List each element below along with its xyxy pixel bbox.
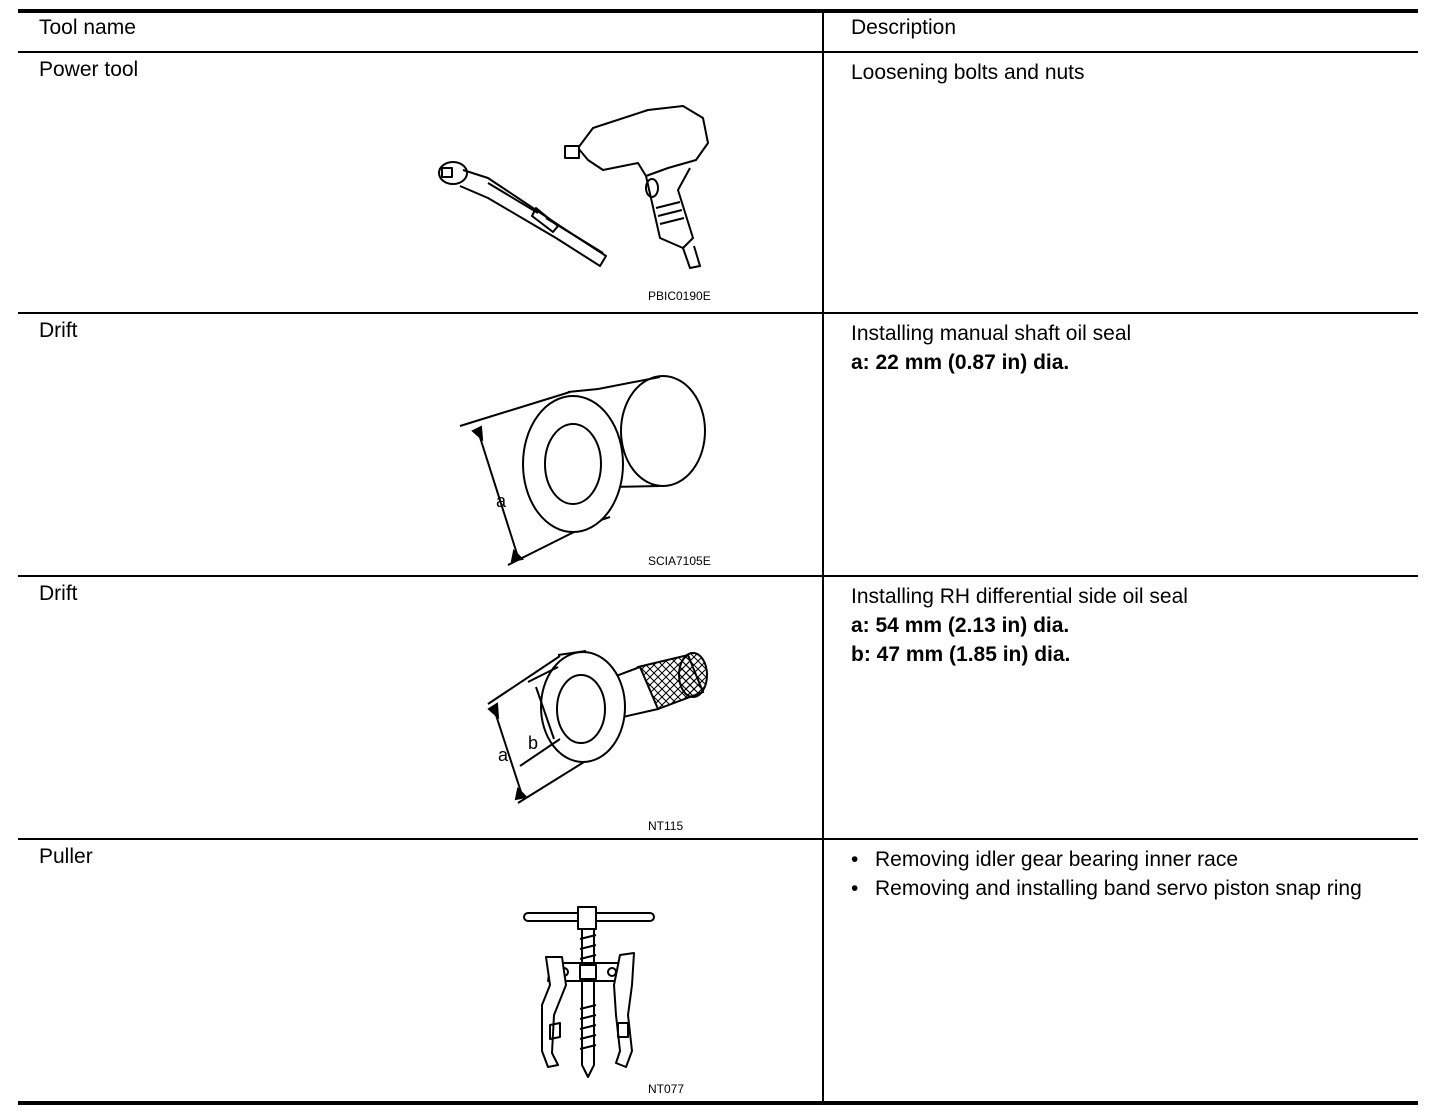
tool-description: Loosening bolts and nuts: [851, 58, 1411, 87]
description-text: Installing RH differential side oil seal: [851, 585, 1188, 608]
table-row: Puller •Removing idler gear bearing inne…: [18, 840, 1418, 1101]
table-row: Drift Installing manual shaft oil seal a…: [18, 314, 1418, 575]
table-top-rule: [18, 9, 1418, 13]
bullet-glyph: •: [851, 848, 859, 871]
row-rule: [18, 575, 1418, 577]
row-rule: [18, 838, 1418, 840]
tool-name: Drift: [39, 319, 78, 342]
dimension-label-b: b: [528, 733, 538, 753]
tool-name: Power tool: [39, 58, 139, 81]
drift-knurled-illustration: a b: [487, 650, 708, 804]
tool-description: Installing RH differential side oil seal…: [851, 582, 1411, 669]
column-divider: [822, 9, 824, 1103]
figure-code: PBIC0190E: [648, 289, 711, 303]
table-bottom-rule: [18, 1101, 1418, 1105]
figure-code: NT115: [648, 819, 684, 833]
header-rule: [18, 51, 1418, 53]
dimension-label-a: a: [496, 491, 507, 511]
bullet-glyph: •: [851, 877, 859, 900]
tool-description: •Removing idler gear bearing inner race …: [851, 845, 1411, 903]
figure-code: NT077: [648, 1082, 685, 1096]
figure-code: SCIA7105E: [648, 554, 711, 568]
description-text: Loosening bolts and nuts: [851, 61, 1085, 84]
table-row: Drift Installing RH differential side oi…: [18, 577, 1418, 838]
table-row: Power tool Loosening bolts and nuts: [18, 53, 1418, 312]
description-spec: b: 47 mm (1.85 in) dia.: [851, 643, 1071, 666]
description-spec: a: 22 mm (0.87 in) dia.: [851, 351, 1070, 374]
power-tool-illustration: [438, 105, 709, 269]
drift-illustration: a: [459, 375, 706, 566]
list-item: •Removing idler gear bearing inner race: [851, 845, 1411, 874]
puller-illustration: [523, 906, 655, 1078]
tool-name: Drift: [39, 582, 78, 605]
header-tool-name: Tool name: [39, 16, 136, 39]
description-text: Installing manual shaft oil seal: [851, 322, 1132, 345]
tool-name: Puller: [39, 845, 93, 868]
tool-description: Installing manual shaft oil seal a: 22 m…: [851, 319, 1411, 377]
description-list: •Removing idler gear bearing inner race …: [851, 845, 1411, 903]
header-description: Description: [851, 16, 957, 39]
dimension-label-a: a: [498, 745, 509, 765]
list-item: •Removing and installing band servo pist…: [851, 874, 1411, 903]
description-spec: a: 54 mm (2.13 in) dia.: [851, 614, 1070, 637]
row-rule: [18, 312, 1418, 314]
